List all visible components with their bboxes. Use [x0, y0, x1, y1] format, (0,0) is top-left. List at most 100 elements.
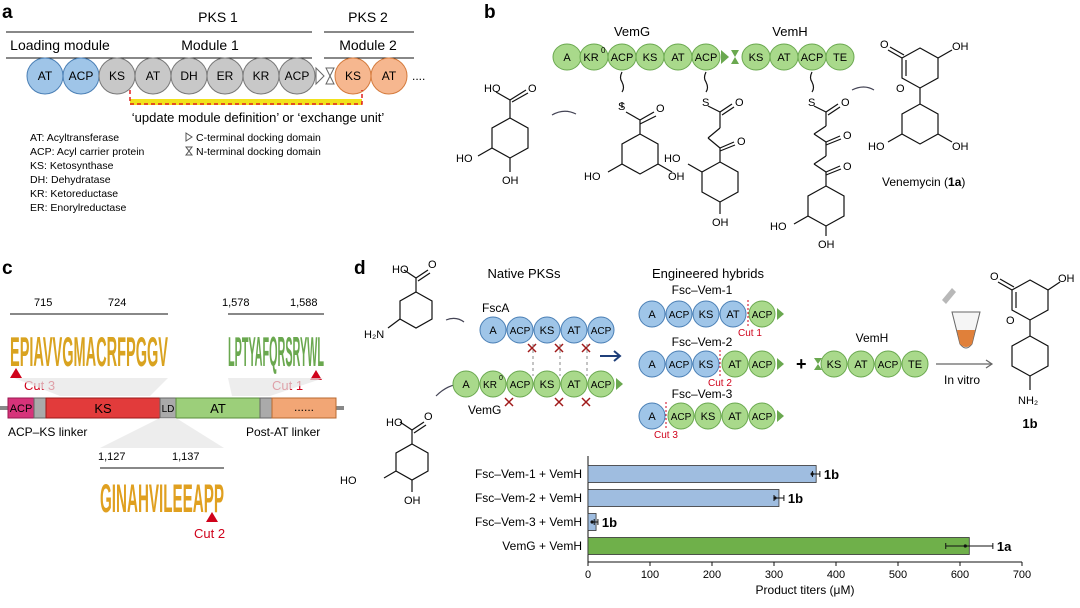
dhba-o: O [528, 83, 537, 95]
scissors-icons-vemg [504, 397, 591, 407]
cut2-marker-icon [206, 512, 218, 522]
svg-text:ACP: ACP [591, 326, 612, 337]
svg-text:A: A [563, 52, 571, 64]
hybrid2-name: Fsc–Vem-2 [672, 335, 733, 349]
panel-c: c 715 724 EPIAVVGMACRFPGGV Cut 3 1,578 1… [0, 258, 344, 541]
int1-s: S [618, 101, 625, 113]
domain-ks-m2: KS [334, 57, 372, 95]
segment-ld: LD [159, 397, 177, 419]
legend-at: AT: Acyltransferase [30, 132, 119, 144]
svg-text:AT: AT [777, 52, 791, 64]
dhba-ho2: HO [456, 153, 473, 165]
vemh-label: VemH [772, 24, 807, 39]
int1-oh: OH [668, 171, 685, 183]
int3-oh: OH [818, 239, 835, 251]
bar-value-label-0: 1b [824, 467, 839, 482]
c-terminal-docking-icon [315, 66, 325, 86]
svg-text:AT: AT [38, 69, 53, 83]
svg-text:KS: KS [699, 359, 714, 371]
svg-text:KS: KS [540, 325, 555, 337]
svg-text:AT: AT [146, 69, 161, 83]
svg-text:AT: AT [382, 69, 397, 83]
pos-ks-end: 724 [108, 297, 126, 309]
svg-text:ACP: ACP [801, 52, 824, 64]
int3-o2: O [843, 130, 852, 142]
svg-text:AT: AT [567, 325, 581, 337]
svg-text:AT: AT [567, 379, 581, 391]
vemh-chain: KS AT ACP TE [741, 43, 855, 71]
segment-acp: ACP [7, 397, 35, 419]
panel-d: d Native PKSs Engineered hybrids HO O H₂… [340, 258, 1075, 597]
svg-text:AT: AT [671, 52, 685, 64]
svg-text:ACP: ACP [752, 310, 773, 321]
data-point-2 [590, 520, 594, 524]
legend-er: ER: Enorylreductase [30, 202, 126, 214]
loading-module-label: Loading module [10, 37, 110, 53]
svg-text:KS: KS [94, 401, 112, 416]
svg-text:A: A [648, 359, 656, 371]
segment-acp-ks-linker [33, 397, 47, 419]
dhba-d-ho2: HO [340, 475, 357, 487]
int2-o2: O [737, 136, 746, 148]
domain-at-m2: AT [370, 57, 408, 95]
panel-a: a PKS 1 PKS 2 Loading module Module 1 Mo… [2, 2, 425, 214]
p1b-o-carbonyl: O [990, 271, 999, 283]
legend-kr: KR: Ketoreductase [30, 188, 118, 200]
pos-ld-end: 1,137 [172, 451, 200, 463]
in-vitro-arrowhead [985, 359, 994, 369]
hybrid1-chain: A ACP KS AT ACP [638, 300, 784, 328]
substrate-paba-structure [387, 269, 433, 329]
cut3-marker-icon [10, 368, 22, 378]
ven-o-carbonyl: O [880, 39, 889, 51]
update-module-bracket [129, 90, 363, 105]
svg-text:ACP: ACP [671, 412, 692, 423]
svg-text:ACP: ACP [752, 412, 773, 423]
domain-kr-m1: KR [242, 57, 280, 95]
svg-text:ACP: ACP [752, 360, 773, 371]
legend-n-docking-icon [185, 146, 193, 156]
x-tick-label-7: 700 [1013, 569, 1031, 581]
svg-text:KR: KR [483, 380, 497, 391]
in-vitro-label: In vitro [944, 373, 980, 387]
svg-text:ACP: ACP [510, 326, 531, 337]
svg-text:TE: TE [908, 359, 922, 371]
svg-text:AT: AT [726, 309, 740, 321]
segment-post-at-linker [259, 397, 273, 419]
pos-ld-start: 1,127 [98, 451, 126, 463]
n-terminal-docking-icon [325, 67, 335, 85]
product-arrow-b [851, 86, 875, 91]
bar-0 [587, 465, 817, 483]
svg-text:ACP: ACP [695, 52, 718, 64]
svg-text:KS: KS [109, 69, 125, 83]
vemg-d-label: VemG [468, 403, 501, 417]
bar-category-label-3: VemG + VemH [502, 539, 582, 553]
x-tick-label-0: 0 [585, 569, 591, 581]
svg-text:LD: LD [162, 404, 175, 415]
x-tick-label-5: 500 [889, 569, 907, 581]
svg-text:A: A [648, 309, 656, 321]
svg-text:KS: KS [345, 69, 361, 83]
svg-text:KS: KS [701, 411, 716, 423]
legend-dh: DH: Dehydratase [30, 174, 111, 186]
svg-text:TE: TE [833, 52, 847, 64]
svg-text:......: ...... [294, 400, 314, 414]
bar-value-label-1: 1b [788, 491, 803, 506]
vemh-d-label: VemH [856, 331, 889, 345]
vemg-chain: A KR0 ACP KS AT ACP [552, 43, 739, 71]
svg-text:ER: ER [217, 69, 234, 83]
vemg-docking-icon [721, 50, 729, 64]
acp-ks-linker-label: ACP–KS linker [8, 425, 87, 439]
ven-o-ring: O [896, 83, 905, 95]
dhba-oh: OH [502, 175, 519, 187]
bar-category-label-1: Fsc–Vem-2 + VemH [475, 491, 582, 505]
legend-ks: KS: Ketosynthase [30, 160, 114, 172]
data-point-3 [963, 544, 967, 548]
svg-text:DH: DH [180, 69, 197, 83]
domain-ks-m1: KS [98, 57, 136, 95]
x-tick-label-2: 200 [703, 569, 721, 581]
post-at-linker-label: Post-AT linker [246, 425, 320, 439]
p1b-oh: OH [1058, 273, 1075, 285]
svg-text:KS: KS [749, 52, 764, 64]
engineering-arrow [600, 350, 622, 362]
